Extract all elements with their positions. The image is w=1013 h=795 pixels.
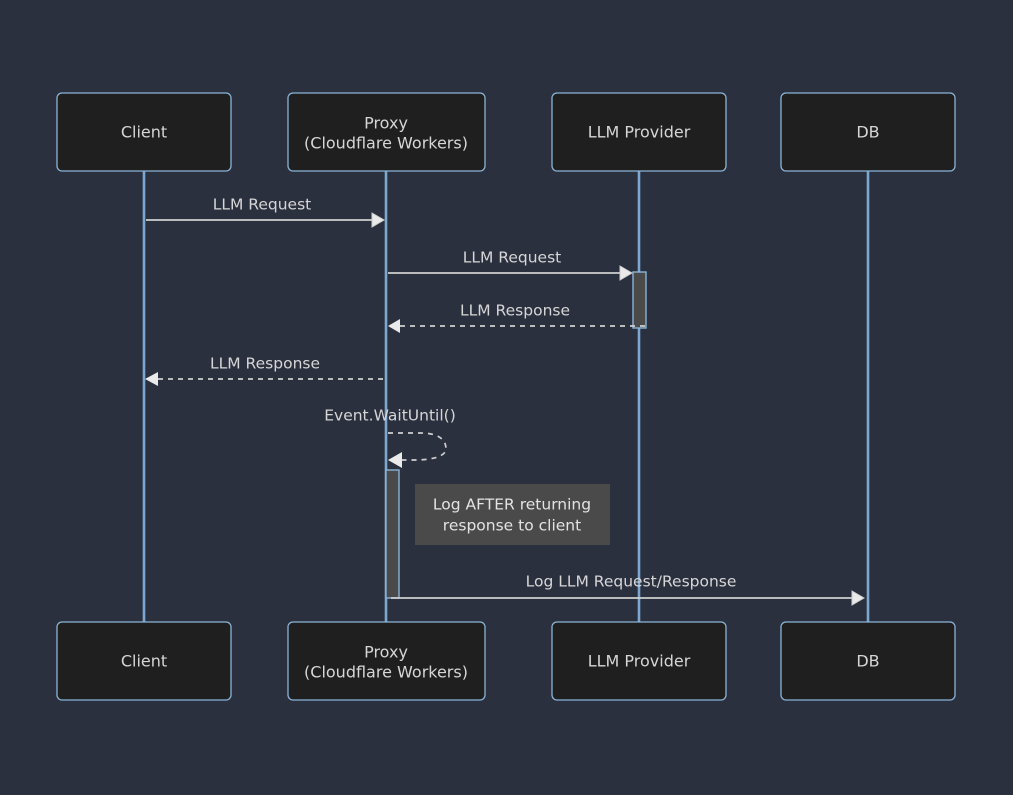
arrowhead-left-5 bbox=[388, 452, 402, 468]
actor-box-provider-bottom[interactable]: LLM Provider bbox=[551, 621, 727, 701]
arrowhead-left-4 bbox=[145, 372, 158, 386]
activation-bar-provider bbox=[632, 271, 647, 329]
note-text-line2: response to client bbox=[443, 517, 581, 535]
activation-bars bbox=[385, 271, 647, 599]
actor-label-client-bottom: Client bbox=[121, 652, 167, 671]
message-label-3: LLM Response bbox=[460, 302, 570, 320]
message-label-1: LLM Request bbox=[213, 196, 312, 214]
arrowhead-left-3 bbox=[388, 319, 400, 333]
message-line-5-selfloop bbox=[388, 432, 447, 461]
note-rect bbox=[415, 484, 610, 545]
note-text-line1: Log AFTER returning bbox=[433, 496, 591, 514]
message-llm-response-provider-proxy[interactable]: LLM Response bbox=[388, 302, 646, 334]
actor-rect-db-bottom bbox=[780, 621, 956, 701]
actor-boxes-top: Client Proxy (Cloudflare Workers) LLM Pr… bbox=[56, 92, 956, 172]
lifelines bbox=[142, 170, 870, 622]
actor-rect-proxy-top bbox=[287, 92, 486, 172]
message-llm-request-proxy-provider[interactable]: LLM Request bbox=[388, 249, 633, 281]
actor-rect-provider-top bbox=[551, 92, 727, 172]
actor-rect-client-top bbox=[56, 92, 232, 172]
actor-box-proxy-top[interactable]: Proxy (Cloudflare Workers) bbox=[287, 92, 486, 172]
actor-label-db-top: DB bbox=[856, 123, 879, 142]
message-event-waituntil-self-loop[interactable]: Event.WaitUntil() bbox=[324, 407, 456, 469]
actor-label-provider-bottom: LLM Provider bbox=[588, 652, 691, 671]
actor-box-proxy-bottom[interactable]: Proxy (Cloudflare Workers) bbox=[287, 621, 486, 701]
actor-label-client-top: Client bbox=[121, 123, 167, 142]
actor-boxes-bottom: Client Proxy (Cloudflare Workers) LLM Pr… bbox=[56, 621, 956, 701]
message-label-2: LLM Request bbox=[463, 249, 562, 267]
actor-box-db-bottom[interactable]: DB bbox=[780, 621, 956, 701]
actor-rect-client-bottom bbox=[56, 621, 232, 701]
note-log-after-returning: Log AFTER returning response to client bbox=[415, 484, 610, 545]
actor-box-client-bottom[interactable]: Client bbox=[56, 621, 232, 701]
message-label-4: LLM Response bbox=[210, 355, 320, 373]
actor-box-provider-top[interactable]: LLM Provider bbox=[551, 92, 727, 172]
actor-box-client-top[interactable]: Client bbox=[56, 92, 232, 172]
actor-label-proxy-bottom-line1: Proxy bbox=[364, 643, 408, 662]
actor-label-proxy-bottom-line2: (Cloudflare Workers) bbox=[304, 663, 468, 682]
actor-label-proxy-top-line1: Proxy bbox=[364, 114, 408, 133]
message-llm-response-proxy-client[interactable]: LLM Response bbox=[145, 355, 384, 387]
actor-label-proxy-top-line2: (Cloudflare Workers) bbox=[304, 134, 468, 153]
actor-rect-provider-bottom bbox=[551, 621, 727, 701]
actor-label-provider-top: LLM Provider bbox=[588, 123, 691, 142]
message-label-5: Event.WaitUntil() bbox=[324, 407, 456, 425]
activation-bar-proxy bbox=[385, 469, 400, 599]
actor-rect-db-top bbox=[780, 92, 956, 172]
arrowhead-right-6 bbox=[851, 590, 865, 606]
arrowhead-right-1 bbox=[371, 212, 385, 228]
actor-rect-proxy-bottom bbox=[287, 621, 486, 701]
actor-box-db-top[interactable]: DB bbox=[780, 92, 956, 172]
message-label-6: Log LLM Request/Response bbox=[526, 573, 737, 591]
message-log-llm-request-response[interactable]: Log LLM Request/Response bbox=[391, 573, 865, 606]
arrowhead-right-2 bbox=[619, 265, 633, 281]
actor-label-db-bottom: DB bbox=[856, 652, 879, 671]
message-llm-request-client-proxy[interactable]: LLM Request bbox=[146, 196, 385, 228]
